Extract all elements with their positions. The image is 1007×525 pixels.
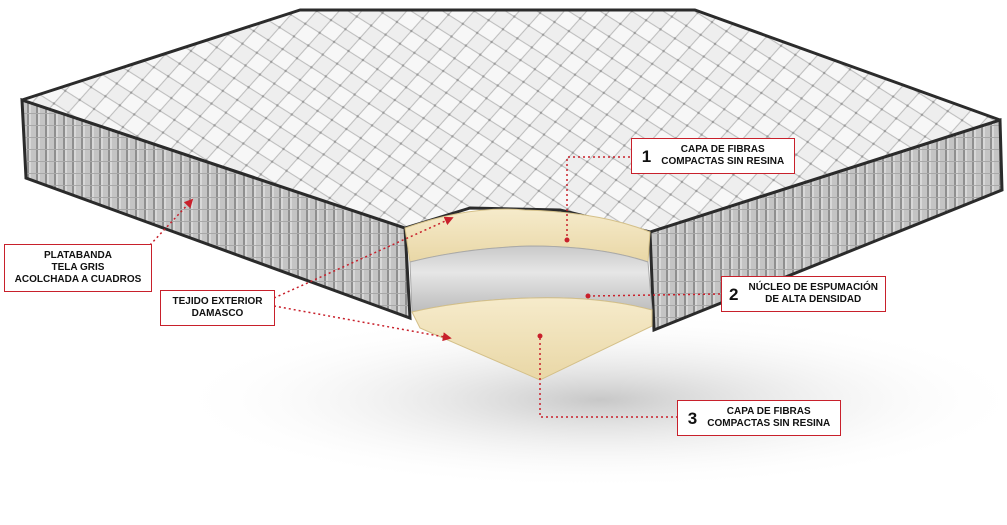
callout-line: TELA GRIS <box>51 262 105 273</box>
callout-fabric: TEJIDO EXTERIOR DAMASCO <box>160 290 275 326</box>
callout-layer2: 2 NÚCLEO DE ESPUMACIÓN DE ALTA DENSIDAD <box>721 276 886 312</box>
leader-side-band <box>149 198 194 246</box>
callout-line: CAPA DE FIBRAS <box>726 406 811 417</box>
callout-line: COMPACTAS SIN RESINA <box>661 156 785 167</box>
leader-lines <box>149 156 721 418</box>
marker-dot-layer3 <box>537 333 543 339</box>
callout-line: COMPACTAS SIN RESINA <box>707 418 831 429</box>
callout-line: DE ALTA DENSIDAD <box>765 294 862 305</box>
callout-layer1: 1 CAPA DE FIBRAS COMPACTAS SIN RESINA <box>631 138 795 174</box>
marker-dot-layer2 <box>585 293 591 299</box>
callout-line: CAPA DE FIBRAS <box>680 144 765 155</box>
callout-line: NÚCLEO DE ESPUMACIÓN <box>748 282 878 293</box>
leader-layer3 <box>539 338 678 418</box>
bottom-fiber-layer <box>411 297 653 381</box>
callout-line: PLATABANDA <box>44 250 112 261</box>
callout-line: TEJIDO EXTERIOR <box>172 296 263 307</box>
floor-shadow <box>170 310 1007 490</box>
marker-dot-layer1 <box>564 237 570 243</box>
callout-layer3: 3 CAPA DE FIBRAS COMPACTAS SIN RESINA <box>677 400 841 436</box>
callout-side-band: PLATABANDA TELA GRIS ACOLCHADA A CUADROS <box>4 244 152 292</box>
leader-layer2 <box>589 293 721 297</box>
callout-number: 1 <box>641 146 652 166</box>
cutaway-section <box>404 208 653 381</box>
callout-number: 2 <box>729 284 739 304</box>
callout-number: 3 <box>687 408 698 428</box>
leader-layer1 <box>566 156 640 238</box>
callout-line: ACOLCHADA A CUADROS <box>14 274 142 285</box>
callout-line: DAMASCO <box>191 308 244 319</box>
